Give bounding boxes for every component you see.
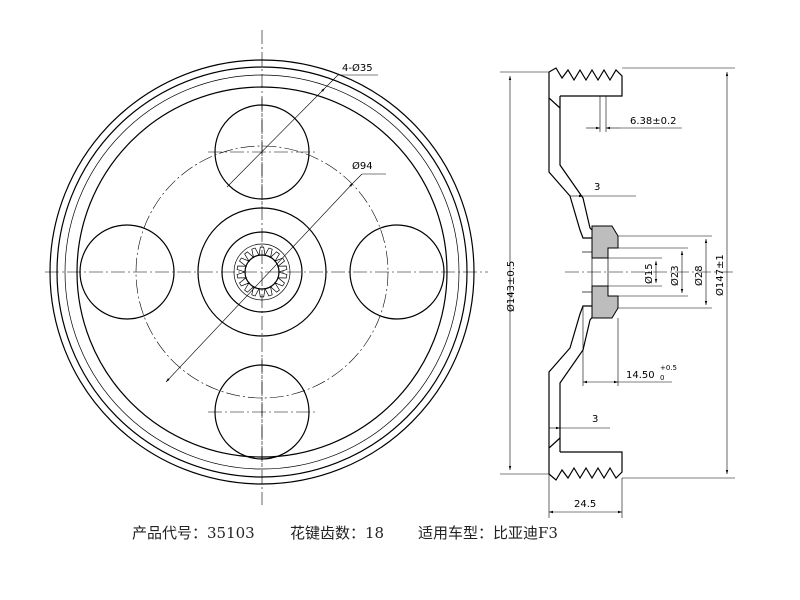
pcd-label: Ø94: [352, 160, 373, 172]
hub-depth-tol-upper: +0.5: [660, 364, 677, 372]
rim-step-circle: [64, 74, 460, 470]
bore-label: Ø15: [643, 263, 655, 284]
wall-thickness-top-label: 3: [594, 182, 600, 193]
front-view: 4-Ø35 Ø94: [45, 30, 488, 505]
outer-rim-inner-circle: [56, 66, 468, 478]
hole-leader-extension: [324, 74, 339, 89]
pcd-leader-extension: [352, 173, 363, 184]
hole-count-label: 4-Ø35: [342, 62, 373, 74]
body-diameter-label: Ø143±0.5: [505, 261, 517, 312]
web-outer-profile-top: [548, 98, 592, 239]
hub-depth-label: 14.50: [626, 370, 655, 381]
product-code-caption: 产品代号：35103: [132, 524, 255, 542]
wall-thickness-bottom-label: 3: [592, 414, 598, 425]
pitch-circle: [135, 145, 389, 399]
groove-width-label: 6.38±0.2: [630, 116, 677, 127]
hole-leader-line: [226, 87, 326, 188]
hub-section-bottom: [591, 285, 619, 319]
hub-outer-label: Ø28: [693, 265, 705, 286]
total-width-label: 24.5: [574, 499, 596, 510]
side-view: Ø143±0.5 Ø147±1 Ø28 Ø23 Ø15 6.38±0.2 3: [500, 67, 735, 518]
web-outer-profile-bottom: [548, 305, 592, 448]
web-inner-profile-top: [559, 96, 599, 237]
hub-bore: [591, 257, 609, 287]
pcd-dimension-line: [165, 182, 354, 383]
hub-inner-label: Ø23: [669, 265, 681, 286]
hub-depth-tol-lower: 0: [660, 374, 664, 382]
hub-section-top: [591, 225, 619, 259]
outer-diameter-label: Ø147±1: [714, 254, 726, 296]
spline-teeth-caption: 花键齿数：18: [290, 524, 385, 542]
outer-rim-circle: [49, 59, 475, 485]
web-inner-profile-bottom: [559, 309, 599, 452]
vehicle-caption: 适用车型：比亚迪F3: [418, 524, 558, 542]
